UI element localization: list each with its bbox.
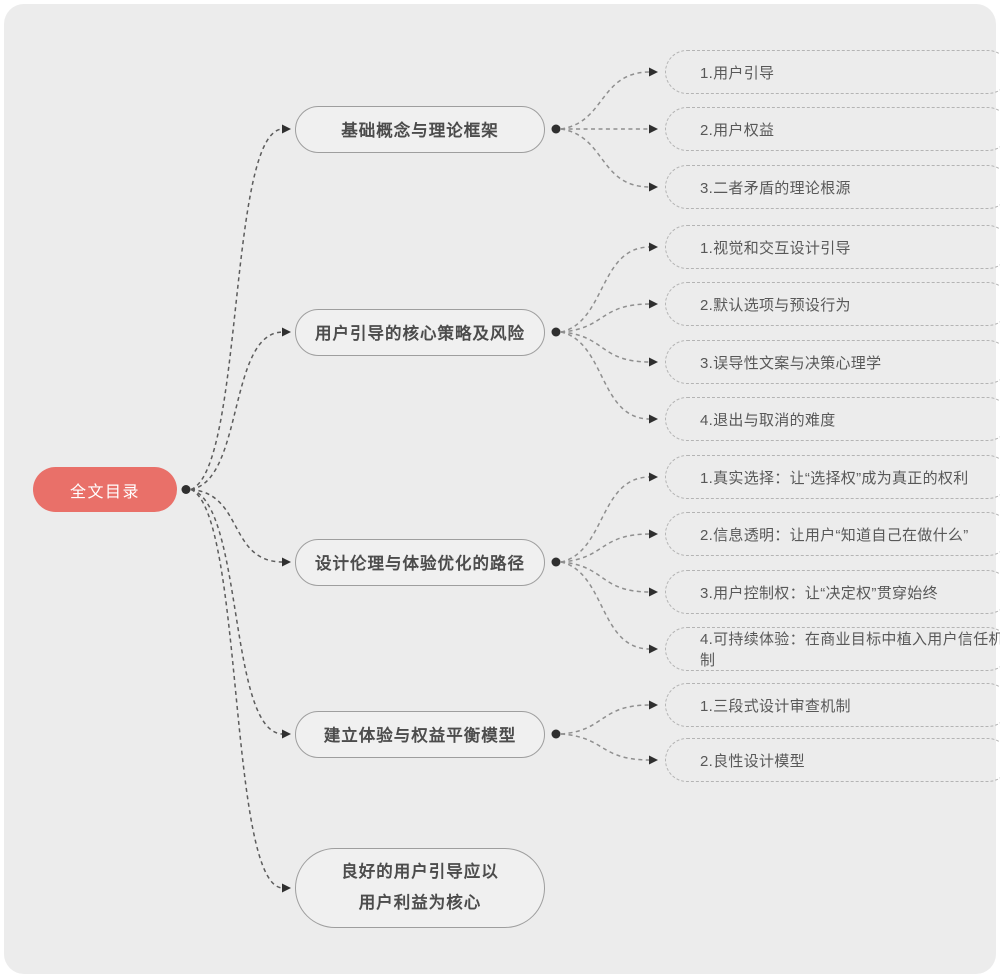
- leaf-node-label: 2.信息透明：让用户“知道自己在做什么”: [700, 526, 969, 544]
- branch-node-design-ethics[interactable]: 设计伦理与体验优化的路径: [295, 538, 545, 586]
- connector-path: [560, 476, 651, 563]
- branch-junction-dot: [551, 327, 561, 337]
- leaf-node-label: 1.视觉和交互设计引导: [700, 239, 851, 257]
- arrowhead-icon: [649, 299, 658, 309]
- leaf-node[interactable]: 2.信息透明：让用户“知道自己在做什么”: [665, 512, 1000, 556]
- arrowhead-icon: [649, 700, 658, 710]
- leaf-node[interactable]: 3.用户控制权：让“决定权”贯穿始终: [665, 570, 1000, 614]
- connector-path: [560, 331, 651, 363]
- arrowhead-icon: [282, 883, 291, 893]
- connector-path: [190, 488, 284, 889]
- leaf-node-label: 4.退出与取消的难度: [700, 411, 836, 429]
- leaf-node[interactable]: 2.用户权益: [665, 107, 1000, 151]
- leaf-node[interactable]: 4.可持续体验：在商业目标中植入用户信任机制: [665, 627, 1000, 671]
- arrowhead-icon: [649, 472, 658, 482]
- leaf-node[interactable]: 3.误导性文案与决策心理学: [665, 340, 1000, 384]
- connector-path: [560, 533, 651, 563]
- branch-node-label: 基础概念与理论框架: [341, 122, 499, 140]
- branch-junction-dot: [551, 557, 561, 567]
- arrowhead-icon: [649, 529, 658, 539]
- branch-node-label: 良好的用户引导应以 用户利益为核心: [341, 863, 499, 912]
- arrowhead-icon: [649, 414, 658, 424]
- leaf-node-label: 4.可持续体验：在商业目标中植入用户信任机制: [700, 631, 1000, 669]
- arrowhead-icon: [649, 644, 658, 654]
- leaf-node[interactable]: 2.良性设计模型: [665, 738, 1000, 782]
- arrowhead-icon: [649, 124, 658, 134]
- arrowhead-icon: [282, 557, 291, 567]
- connector-path: [190, 488, 284, 563]
- connector-path: [560, 561, 651, 593]
- leaf-node-label: 3.用户控制权：让“决定权”贯穿始终: [700, 584, 938, 602]
- arrowhead-icon: [649, 242, 658, 252]
- branch-node-label: 建立体验与权益平衡模型: [323, 727, 517, 745]
- leaf-node-label: 2.良性设计模型: [700, 752, 805, 770]
- leaf-node-label: 1.真实选择：让“选择权”成为真正的权利: [700, 469, 969, 487]
- connector-path: [190, 488, 284, 735]
- arrowhead-icon: [649, 357, 658, 367]
- leaf-node-label: 1.三段式设计审查机制: [700, 697, 851, 715]
- branch-node-conclusion[interactable]: 良好的用户引导应以 用户利益为核心: [295, 848, 545, 928]
- branch-junction-dot: [551, 124, 561, 134]
- arrowhead-icon: [282, 327, 291, 337]
- branch-node-label: 设计伦理与体验优化的路径: [315, 555, 525, 573]
- leaf-node-label: 2.默认选项与预设行为: [700, 296, 851, 314]
- leaf-node[interactable]: 1.用户引导: [665, 50, 1000, 94]
- connector-path: [560, 331, 651, 420]
- leaf-node[interactable]: 3.二者矛盾的理论根源: [665, 165, 1000, 209]
- connector-path: [560, 246, 651, 333]
- root-node[interactable]: 全文目录: [33, 467, 177, 512]
- arrowhead-icon: [649, 755, 658, 765]
- leaf-node[interactable]: 2.默认选项与预设行为: [665, 282, 1000, 326]
- branch-node-basic-concepts[interactable]: 基础概念与理论框架: [295, 105, 545, 153]
- arrowhead-icon: [649, 587, 658, 597]
- arrowhead-icon: [282, 729, 291, 739]
- leaf-node[interactable]: 1.三段式设计审查机制: [665, 683, 1000, 727]
- connector-path: [560, 303, 651, 333]
- leaf-node-label: 2.用户权益: [700, 121, 775, 139]
- leaf-node[interactable]: 4.退出与取消的难度: [665, 397, 1000, 441]
- leaf-node-label: 3.误导性文案与决策心理学: [700, 354, 882, 372]
- root-node-label: 全文目录: [69, 483, 140, 501]
- branch-junction-dot: [551, 729, 561, 739]
- arrowhead-icon: [649, 67, 658, 77]
- connector-path: [190, 128, 284, 491]
- connector-path: [190, 331, 284, 491]
- branch-node-balance-model[interactable]: 建立体验与权益平衡模型: [295, 710, 545, 758]
- branch-node-label: 用户引导的核心策略及风险: [315, 325, 525, 343]
- leaf-node[interactable]: 1.视觉和交互设计引导: [665, 225, 1000, 269]
- connector-path: [560, 733, 651, 761]
- connector-path: [560, 561, 651, 650]
- arrowhead-icon: [649, 182, 658, 192]
- connector-path: [560, 704, 651, 735]
- connector-path: [560, 128, 651, 188]
- connector-path: [560, 71, 651, 130]
- leaf-node[interactable]: 1.真实选择：让“选择权”成为真正的权利: [665, 455, 1000, 499]
- branch-node-core-strategies[interactable]: 用户引导的核心策略及风险: [295, 308, 545, 356]
- leaf-node-label: 1.用户引导: [700, 64, 775, 82]
- leaf-node-label: 3.二者矛盾的理论根源: [700, 179, 851, 197]
- arrowhead-icon: [282, 124, 291, 134]
- root-junction-dot: [181, 485, 191, 494]
